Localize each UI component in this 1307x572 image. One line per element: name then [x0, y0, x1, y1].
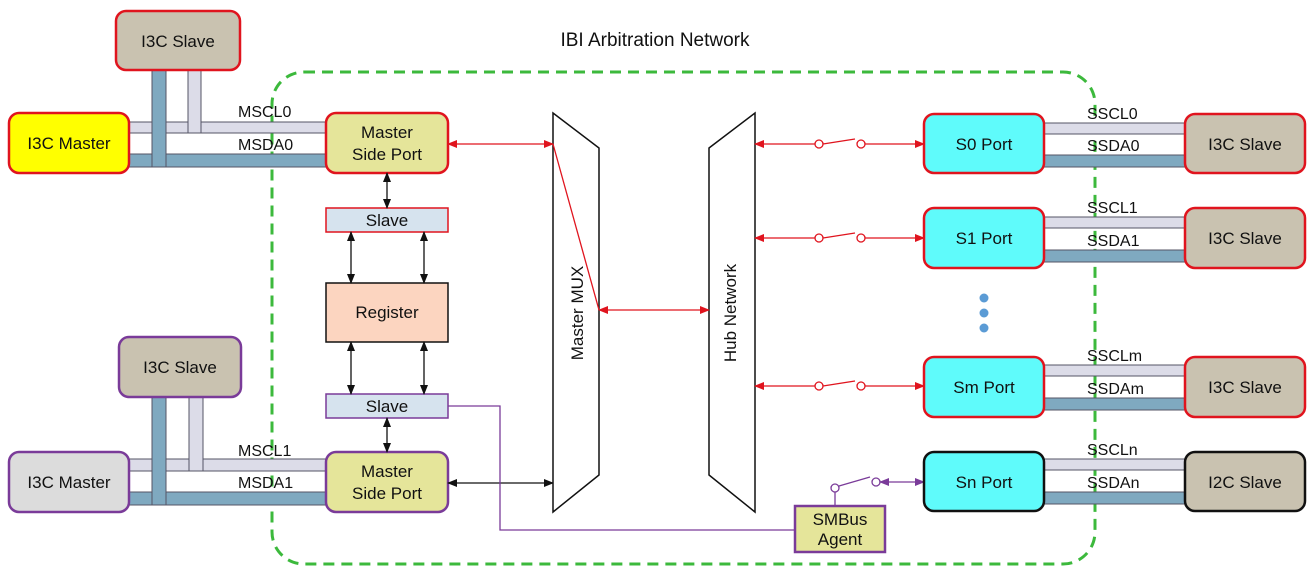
slave-top: Slave: [325, 207, 449, 233]
master-side-port-bottom: Master Side Port: [324, 450, 450, 514]
svg-text:I2C Slave: I2C Slave: [1208, 473, 1282, 492]
sscln-label: SSCLn: [1087, 442, 1138, 459]
sn-port: Sn Port: [922, 450, 1046, 513]
s0-port: S0 Port: [922, 112, 1046, 175]
svg-text:Hub Network: Hub Network: [721, 263, 740, 362]
master-mux: Master MUX: [552, 111, 600, 514]
svg-text:I3C Slave: I3C Slave: [141, 32, 215, 51]
svg-text:I3C Slave: I3C Slave: [1208, 378, 1282, 397]
i3c-slave-s1: I3C Slave: [1183, 206, 1307, 270]
right-buses: SSCL0 SSDA0 SSCL1 SSDA1 SSCLm SSDAm SSCL…: [1043, 106, 1187, 505]
svg-text:SMBus: SMBus: [813, 510, 868, 529]
svg-text:S0 Port: S0 Port: [956, 135, 1013, 154]
diagram-title: IBI Arbitration Network: [560, 30, 750, 51]
svg-text:Side Port: Side Port: [352, 484, 422, 503]
svg-text:S1 Port: S1 Port: [956, 229, 1013, 248]
network-boundary: [270, 70, 1097, 566]
top-left-bus: MSCL0 MSDA0: [127, 69, 329, 168]
svg-text:I3C Master: I3C Master: [27, 473, 110, 492]
svg-text:Sm Port: Sm Port: [953, 378, 1015, 397]
slave-sda-stub-bottom: [151, 395, 167, 506]
mscl0-label: MSCL0: [238, 104, 291, 121]
msda0-label: MSDA0: [238, 137, 293, 154]
svg-text:Slave: Slave: [366, 211, 409, 230]
svg-text:Side Port: Side Port: [352, 145, 422, 164]
ssda1-label: SSDA1: [1087, 233, 1140, 250]
svg-text:Master MUX: Master MUX: [568, 266, 587, 360]
slave-bottom: Slave: [325, 393, 449, 419]
slave-scl-stub-top: [187, 69, 202, 134]
svg-text:I3C Slave: I3C Slave: [1208, 135, 1282, 154]
sscl0-label: SSCL0: [1087, 106, 1138, 123]
bottom-left-bus: MSCL1 MSDA1: [127, 395, 329, 506]
i3c-master-bottom: I3C Master: [7, 450, 131, 514]
slave-sda-stub-top: [151, 69, 167, 168]
slave-scl-stub-bottom: [188, 395, 204, 472]
i3c-slave-bottom-left: I3C Slave: [117, 335, 243, 399]
sscl1-label: SSCL1: [1087, 200, 1138, 217]
ellipsis-dots: [979, 293, 989, 333]
master-side-port-top: Master Side Port: [324, 111, 450, 175]
ssdan-label: SSDAn: [1087, 475, 1139, 492]
i3c-slave-sm: I3C Slave: [1183, 355, 1307, 419]
i3c-slave-top-left: I3C Slave: [114, 9, 242, 72]
red-connections: [447, 138, 925, 391]
i3c-slave-s0: I3C Slave: [1183, 112, 1307, 175]
smbus-agent: SMBus Agent: [793, 504, 887, 554]
ssda0-label: SSDA0: [1087, 138, 1140, 155]
mscl1-label: MSCL1: [238, 443, 291, 460]
s1-port: S1 Port: [922, 206, 1046, 270]
svg-text:Master: Master: [361, 462, 413, 481]
svg-text:I3C Slave: I3C Slave: [1208, 229, 1282, 248]
register: Register: [325, 282, 449, 343]
svg-text:Agent: Agent: [818, 530, 863, 549]
svg-text:Register: Register: [355, 303, 419, 322]
purple-connections: [448, 405, 925, 531]
svg-text:I3C Master: I3C Master: [27, 134, 110, 153]
sm-port: Sm Port: [922, 355, 1046, 419]
i2c-slave-sn: I2C Slave: [1183, 450, 1307, 513]
i3c-master-top: I3C Master: [7, 111, 131, 175]
svg-text:Master: Master: [361, 123, 413, 142]
ssdam-label: SSDAm: [1087, 381, 1144, 398]
svg-text:Slave: Slave: [366, 397, 409, 416]
msda1-label: MSDA1: [238, 475, 293, 492]
svg-text:I3C Slave: I3C Slave: [143, 358, 217, 377]
hub-network: Hub Network: [708, 111, 756, 514]
svg-text:Sn Port: Sn Port: [956, 473, 1013, 492]
ssclm-label: SSCLm: [1087, 348, 1142, 365]
